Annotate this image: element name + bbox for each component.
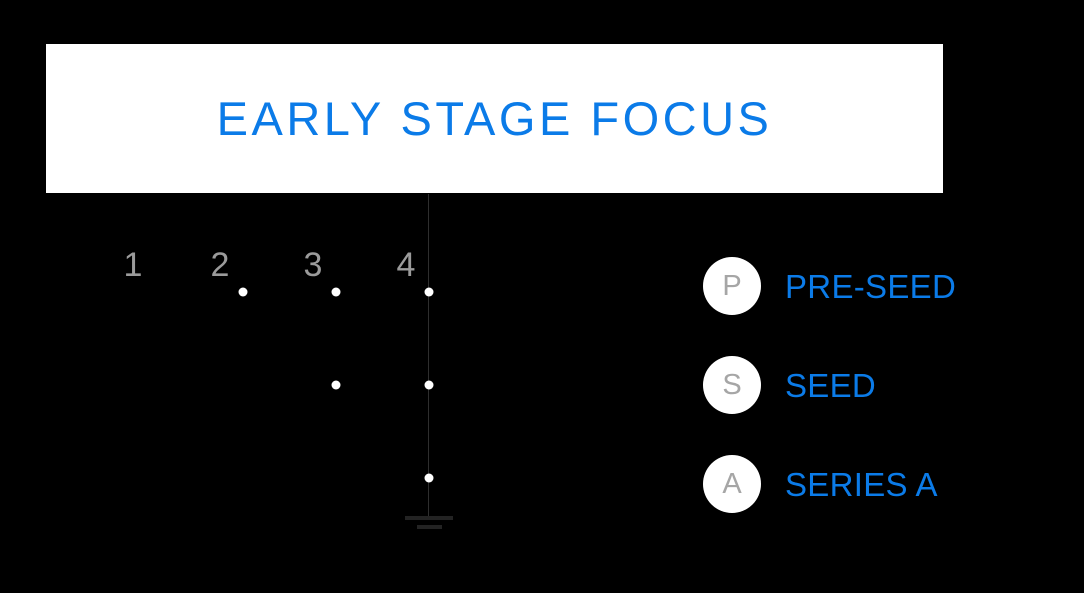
connector-line — [428, 194, 429, 519]
legend-badge-icon: A — [703, 455, 761, 513]
page-title: EARLY STAGE FOCUS — [216, 92, 773, 145]
column-label-2: 2 — [210, 246, 230, 284]
ground-bar-lower — [417, 525, 442, 529]
legend-item-pre-seed[interactable]: P PRE-SEED — [703, 254, 1033, 318]
legend-item-seed[interactable]: S SEED — [703, 353, 1033, 417]
matrix-dot — [424, 380, 434, 390]
matrix-dot — [424, 473, 434, 483]
legend-label: SERIES A — [785, 465, 938, 503]
legend-badge-icon: P — [703, 257, 761, 315]
column-label-1: 1 — [123, 246, 143, 284]
column-label-4: 4 — [396, 246, 416, 284]
matrix-dot — [238, 287, 248, 297]
matrix-dot — [331, 287, 341, 297]
matrix-dot — [424, 287, 434, 297]
ground-icon — [405, 516, 453, 530]
legend-item-series-a[interactable]: A SERIES A — [703, 452, 1033, 516]
legend-label: SEED — [785, 366, 877, 404]
column-label-3: 3 — [303, 246, 323, 284]
title-banner: EARLY STAGE FOCUS — [46, 44, 943, 193]
matrix-dot — [331, 380, 341, 390]
ground-bar-upper — [405, 516, 453, 520]
legend-label: PRE-SEED — [785, 267, 957, 305]
legend: P PRE-SEED S SEED A SERIES A — [703, 254, 1033, 516]
legend-badge-icon: S — [703, 356, 761, 414]
